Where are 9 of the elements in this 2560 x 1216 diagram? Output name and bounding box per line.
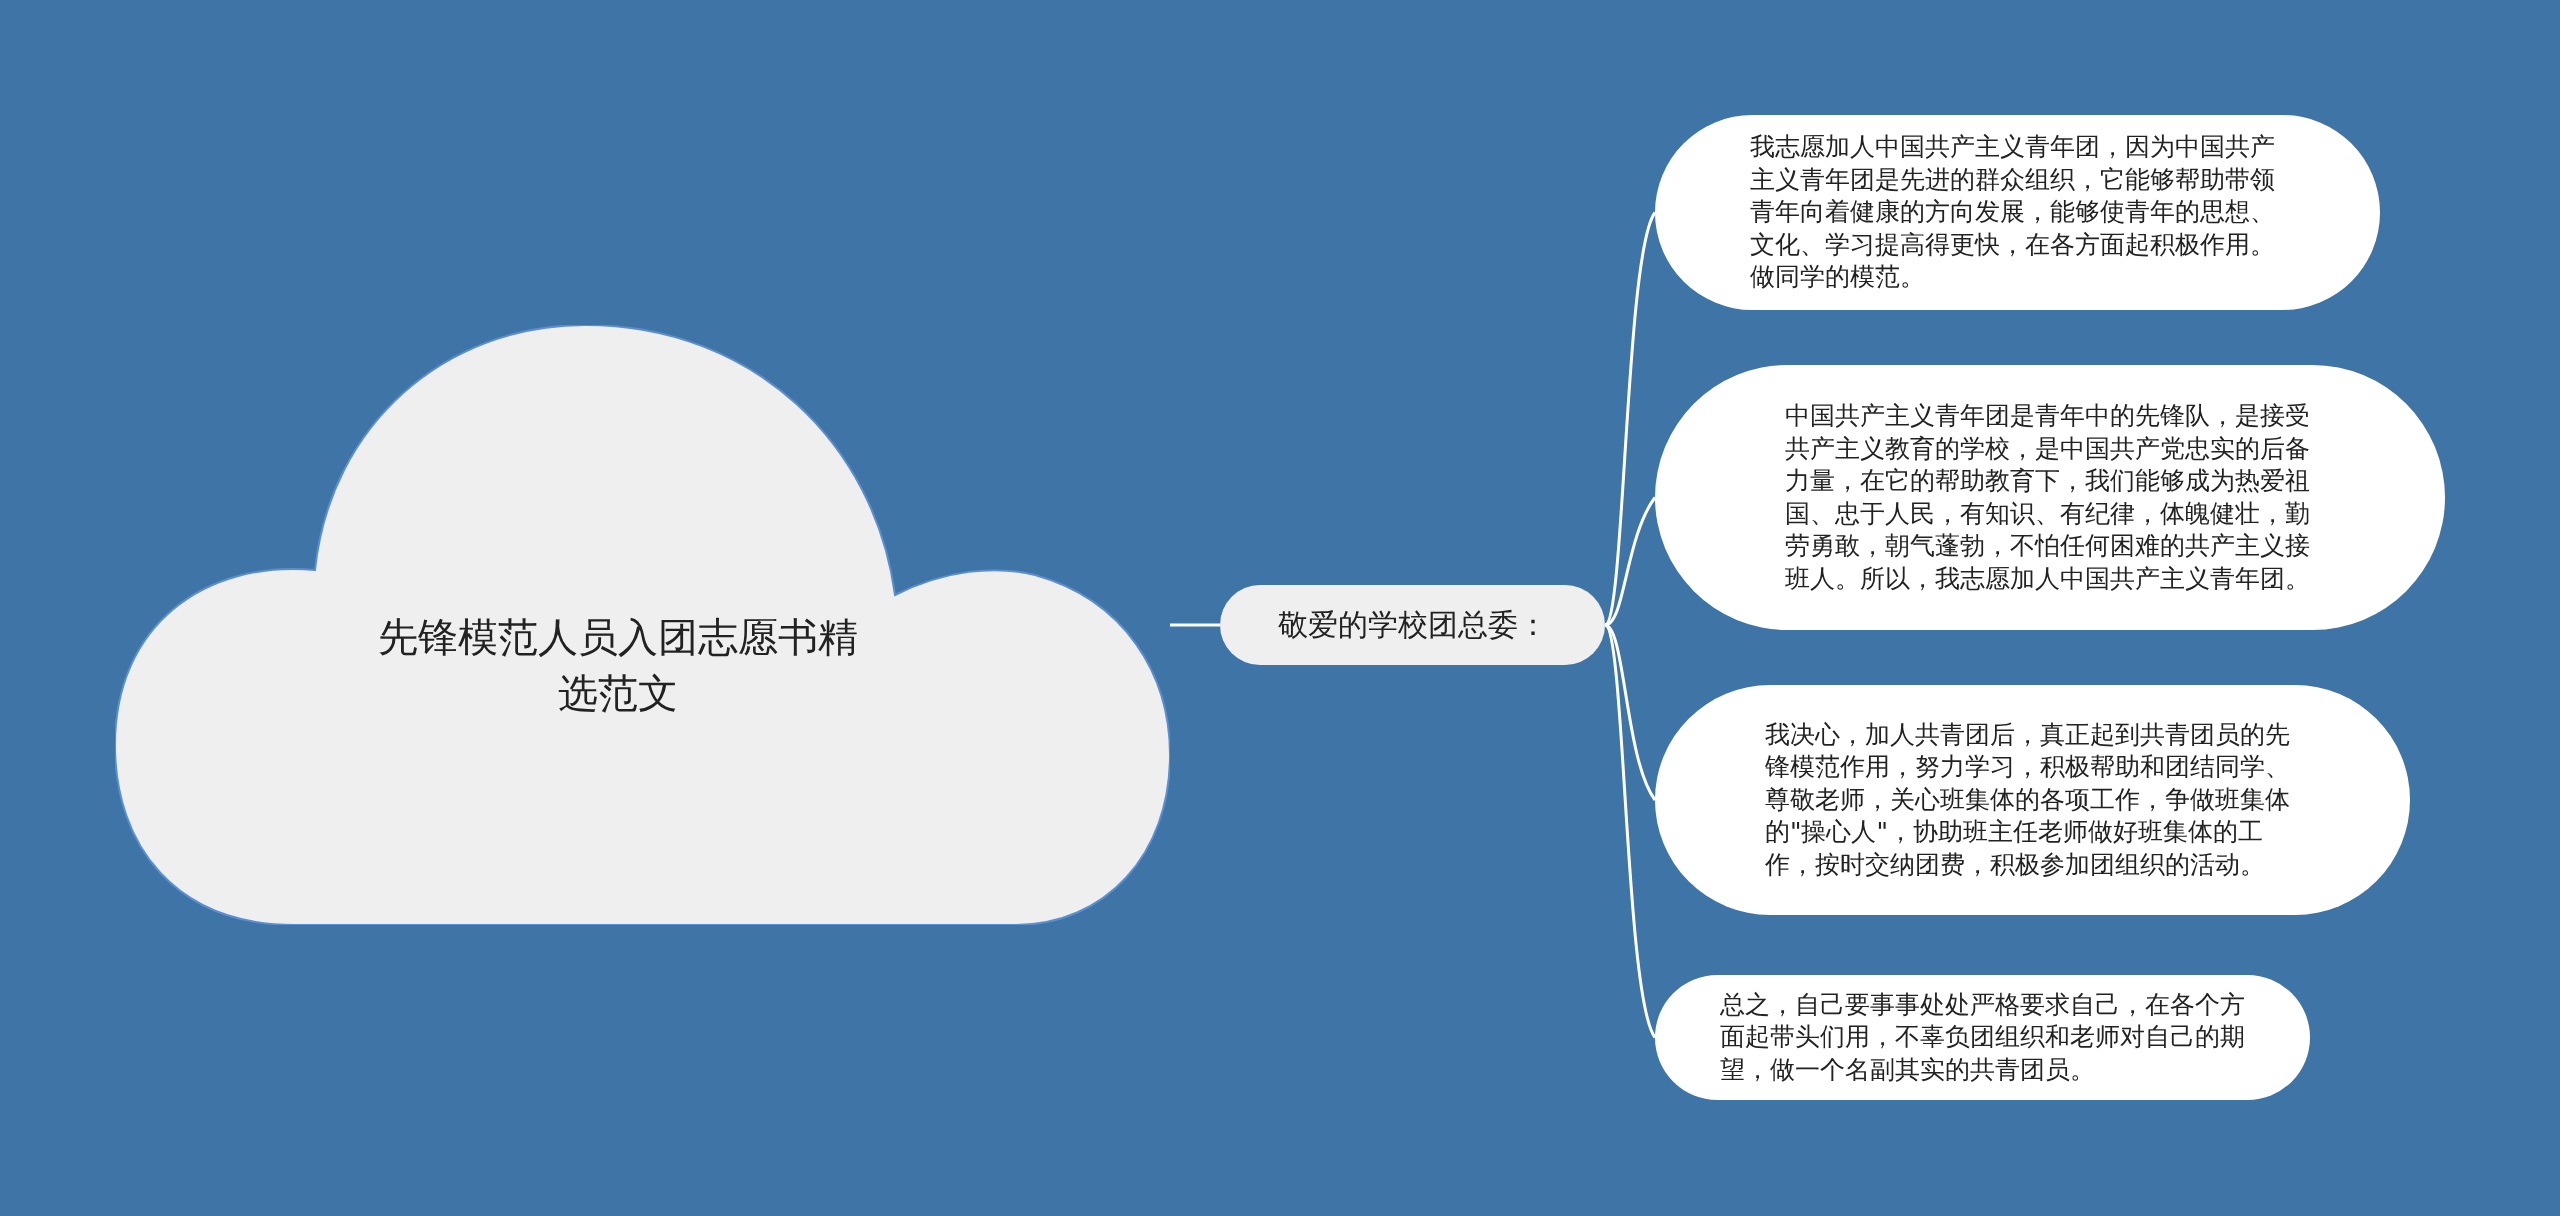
paragraph-text: 我志愿加人中国共产主义青年团，因为中国共产主义青年团是先进的群众组织，它能够帮助带领青年向着健康的方向发展，能够使青年的思想、文化、学习提高得更快，在各方面起积极作用。做同学的模范。 (1750, 131, 2276, 294)
paragraph-text: 我决心，加人共青团后，真正起到共青团员的先锋模范作用，努力学习，积极帮助和团结同学、尊敬老师，关心班集体的各项工作，争做班集体的"操心人"，协助班主任老师做好班集体的工作，按时交纳团费，积极参加团组织的活动。 (1765, 718, 2291, 881)
topic-text: 敬爱的学校团总委： (1276, 606, 1549, 644)
connector-line (1170, 623, 1220, 627)
connector-line (1603, 211, 1657, 626)
paragraph-text: 中国共产主义青年团是青年中的先锋队，是接受共产主义教育的学校，是中国共产党忠实的后备力量，在它的帮助教育下，我们能够成为热爱祖国、忠于人民，有知识、有纪律，体魄健壮，勤劳勇敢，朝气蓬勃，不怕任何困难的共产主义接班人。所以，我志愿加人中国共产主义青年团。 (1785, 400, 2311, 595)
cloud-shape (115, 325, 1170, 925)
title-text: 先锋模范人员入团志愿书精选范文 (377, 613, 858, 718)
paragraph-text: 总之，自己要事事处处严格要求自己，在各个方面起带头们用，不辜负团组织和老师对自己的期望，做一个名副其实的共青团员。 (1720, 988, 2246, 1086)
